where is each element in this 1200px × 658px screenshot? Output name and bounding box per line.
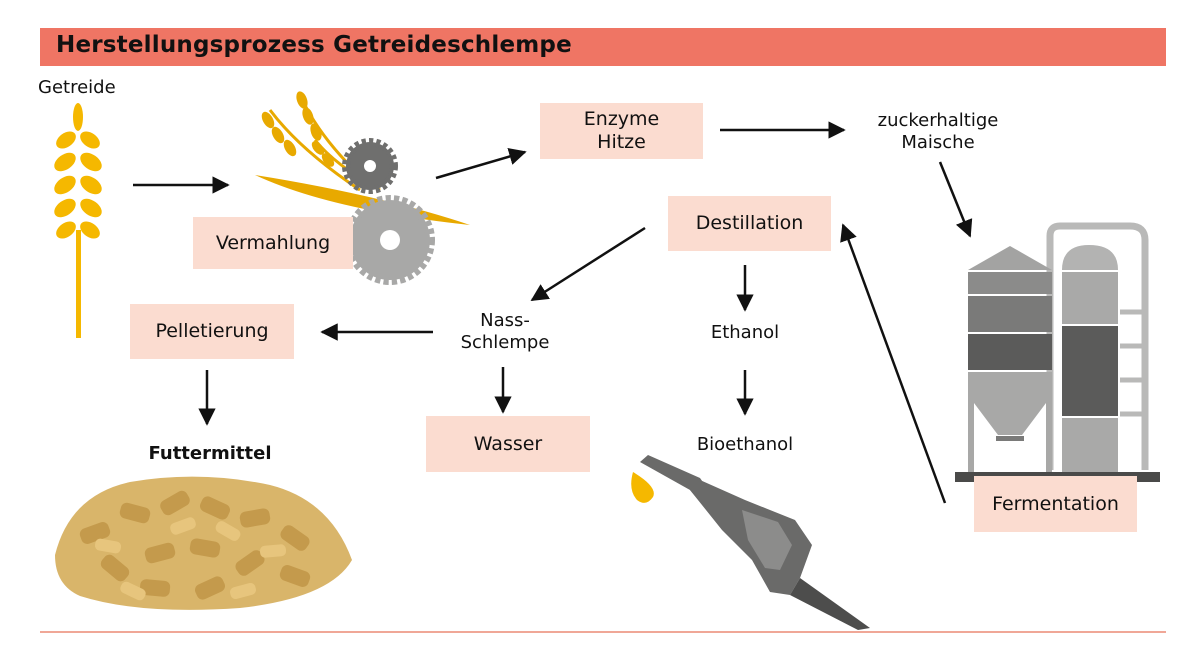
pellets-icon [55,476,352,610]
bottom-rule [40,631,1166,633]
arrows [133,121,973,504]
futtermittel-label: Futtermittel [148,443,272,464]
maische-line: Maische [901,132,975,153]
hitze-label: Hitze [597,131,646,153]
mill-icon [255,91,470,285]
wheat-icon [54,103,102,338]
wasser-box: Wasser [426,416,590,472]
arrow-vermahlung-enzyme [435,148,527,180]
getreide-label: Getreide [38,77,116,98]
destillation-box: Destillation [668,196,831,251]
nass-line: Nass- [480,310,530,331]
vermahlung-box: Vermahlung [193,217,353,269]
enzyme-hitze-box: Enzyme Hitze [540,103,703,159]
fermentation-box: Fermentation [974,476,1137,532]
zuckerhaltige-line: zuckerhaltige [877,110,999,131]
diagram-title: Herstellungsprozess Getreideschlempe [56,32,572,58]
fuel-nozzle-icon [631,455,870,630]
nass-schlempe-label: Nass- Schlempe [450,310,560,354]
enzyme-label: Enzyme [583,108,660,130]
arrow-fermentation-destillation [840,223,947,504]
zuckerhaltige-maische-label: zuckerhaltige Maische [868,110,1008,154]
title-bar: Herstellungsprozess Getreideschlempe [40,28,1166,66]
arrow-destillation-nassschlempe [530,226,646,302]
schlempe-line: Schlempe [460,332,550,353]
ethanol-label: Ethanol [710,322,780,343]
bioethanol-label: Bioethanol [696,434,794,455]
arrow-maische-fermenter [938,161,973,238]
pelletierung-box: Pelletierung [130,304,294,359]
fermenter-tank-icon [955,222,1160,482]
